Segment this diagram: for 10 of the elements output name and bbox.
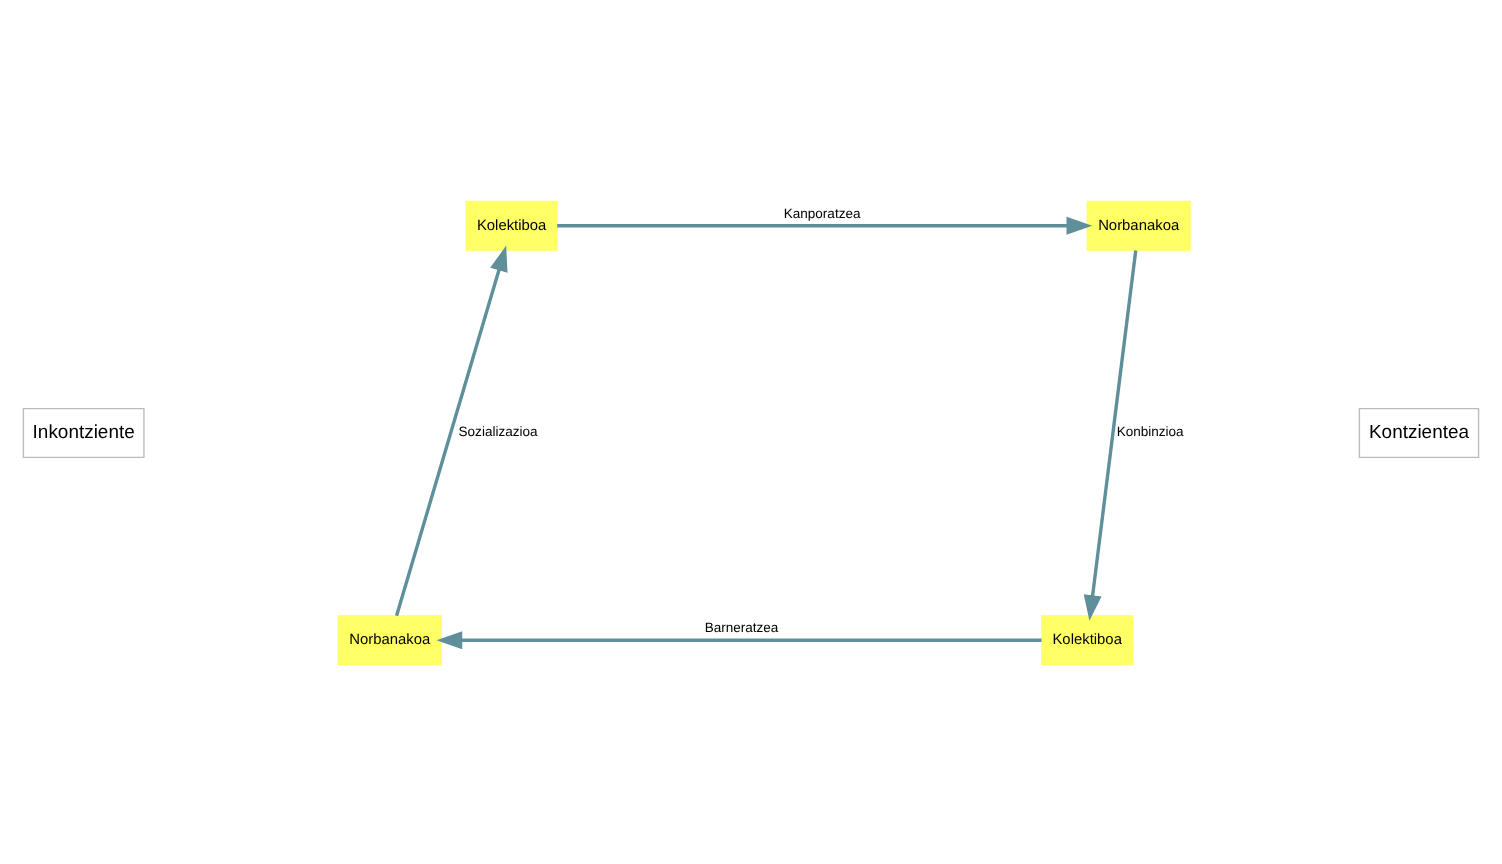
label: Kontzientea — [1368, 421, 1470, 444]
node-box: Norbanakoa — [1086, 199, 1191, 250]
node-box: Kolektiboa — [465, 199, 558, 250]
arrow — [557, 215, 1093, 234]
arrow — [1083, 249, 1138, 620]
node-box: Kolektiboa — [1041, 614, 1134, 665]
arrow — [394, 244, 508, 616]
node-box: Norbanakoa — [337, 614, 442, 665]
arrow — [436, 630, 1042, 649]
label: Inkontziente — [32, 421, 135, 444]
